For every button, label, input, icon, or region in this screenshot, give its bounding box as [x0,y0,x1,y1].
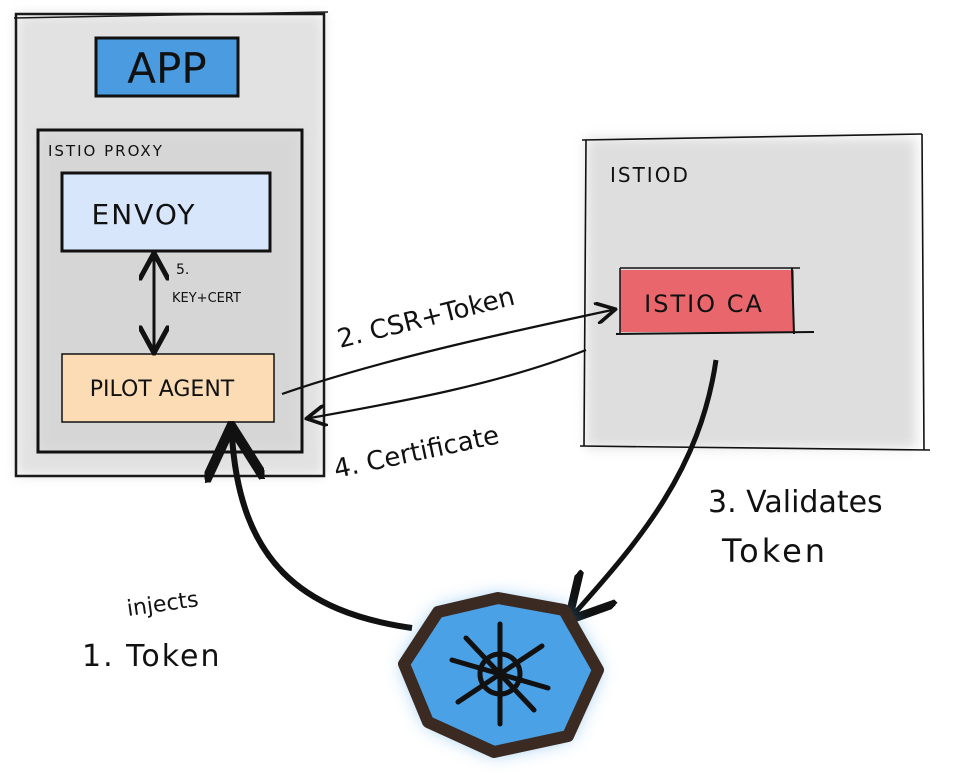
pilot-agent-box: PILOT AGENT [61,353,275,423]
key-cert-arrow: 5. KEY+CERT [154,258,241,348]
app-box: APP [94,36,240,98]
istiod-title: ISTIOD [610,163,690,187]
envoy-label: ENVOY [92,198,197,231]
csr-token-arrow: 2. CSR+Token [281,282,612,396]
istio-ca-box: ISTIO CA [615,267,815,335]
step3-line2: Token [721,532,828,570]
pilot-agent-label: PILOT AGENT [90,377,235,402]
envoy-box: ENVOY [60,171,272,253]
istio-proxy-title: ISTIO PROXY [48,142,164,160]
step3-line1: 3. Validates [708,485,883,520]
step5-number: 5. [176,262,189,278]
step1-line2: 1. Token [82,639,222,674]
validates-token-arrow: 3. Validates Token [574,359,883,614]
kubernetes-helm-icon [398,592,604,758]
certificate-arrow: 4. Certificate [310,348,587,485]
step2-label: 2. CSR+Token [334,282,517,355]
app-label: APP [127,44,206,93]
step5-label: KEY+CERT [172,291,241,306]
istio-ca-label: ISTIO CA [644,290,764,318]
step1-line1: injects [125,587,200,622]
inject-token-arrow: injects 1. Token [82,436,413,674]
step4-label: 4. Certificate [331,421,502,485]
